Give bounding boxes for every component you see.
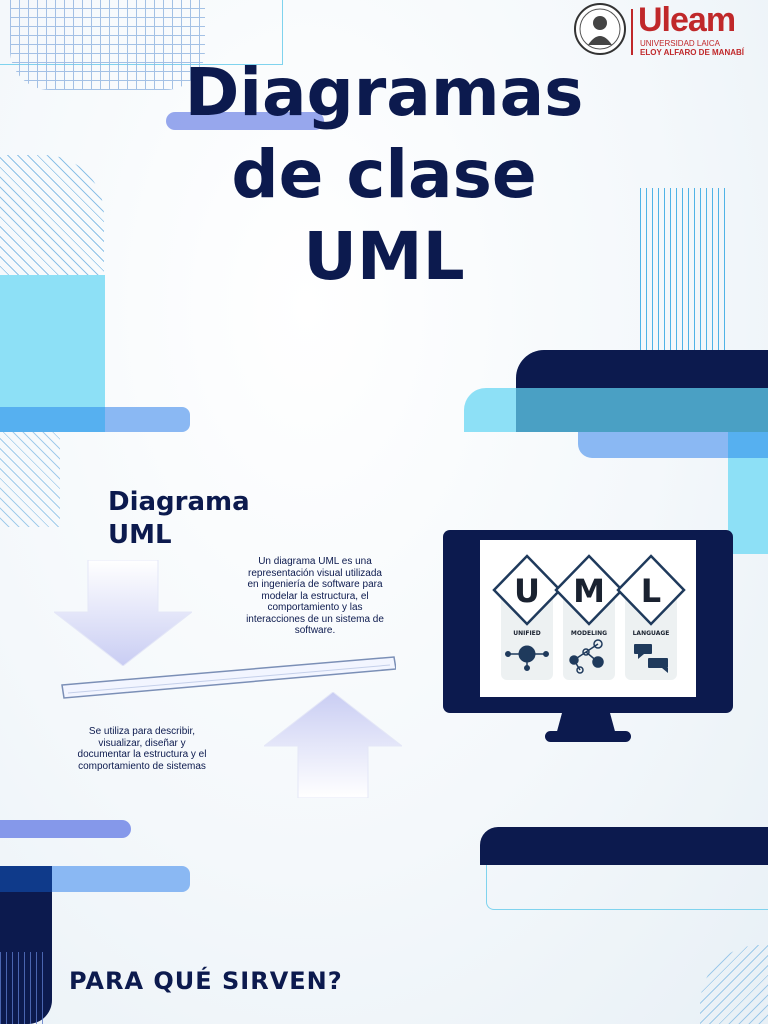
uml-graphic: U M L UNIFIED MODELING LANGUAGE [492,554,686,680]
section-heading-line-1: Diagrama [108,487,250,517]
word-language: LANGUAGE [633,630,670,637]
decor-teal-bar-right [516,388,768,432]
letter-u: U [514,572,540,610]
uml-purpose-text: Se utiliza para describir, visualizar, d… [77,726,207,772]
seal-icon [574,3,626,55]
word-modeling: MODELING [571,630,607,637]
section-heading-line-2: UML [108,520,172,550]
monitor-stand [556,713,616,735]
decor-grid-top-left [10,0,205,90]
logo-name: Uleam [638,1,736,39]
decor-vertical-lines-right [640,188,726,364]
decor-stripes-bottom-right [700,945,768,1024]
decor-bar-left-1-accent [0,407,105,432]
hub-icon [505,645,549,671]
decor-lines-bottom-left [0,952,48,1024]
uml-definition-text: Un diagrama UML es una representación vi… [246,556,384,636]
decor-cyan-strip-right [728,458,768,554]
page-title: Diagramas de clase UML [134,52,634,298]
arrow-up-icon [264,692,402,798]
decor-stripes-left-2 [0,432,60,527]
title-line-2: de clase [231,136,537,213]
decor-navy-bar-bottom-right [480,827,768,865]
logo-subtitle-1: UNIVERSIDAD LAICA [640,39,721,48]
word-unified: UNIFIED [513,630,541,637]
diamond-u: U [492,554,562,626]
diamond-l: L [616,554,686,626]
title-line-1: Diagramas [184,54,584,131]
decor-outline-bottom-right [486,865,768,910]
title-line-3: UML [303,218,465,295]
decor-cyan-block-left [0,275,105,410]
logo-separator [631,9,633,55]
diamond-m: M [554,554,624,626]
bottom-heading: PARA QUÉ SIRVEN? [69,967,343,995]
letter-m: M [573,572,605,610]
monitor-base [545,731,631,742]
balance-bar [61,656,396,699]
university-logo: Uleam UNIVERSIDAD LAICA ELOY ALFARO DE M… [574,1,756,57]
logo-subtitle-2: ELOY ALFARO DE MANABÍ [640,48,745,57]
letter-l: L [641,572,661,610]
chat-icon [634,644,668,673]
title-underline-pill [166,112,324,130]
section-heading: Diagrama UML [108,486,308,552]
decor-bar-left-3-accent [0,866,52,892]
monitor-screen: U M L UNIFIED MODELING LANGUAGE [480,540,696,697]
arrow-down-icon [54,560,192,666]
decor-bar-left-2 [0,820,131,838]
network-icon [569,639,604,674]
decor-blue-bar-right-accent [728,432,768,458]
